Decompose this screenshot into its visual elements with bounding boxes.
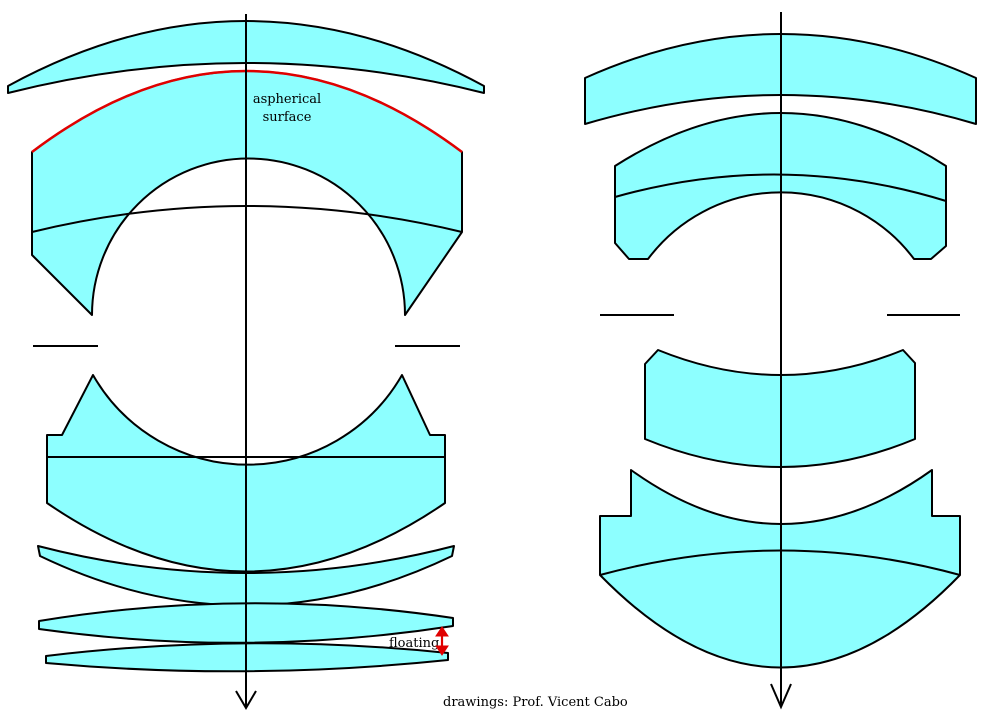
right-lens-design	[584, 12, 977, 710]
drawing-credit: drawings: Prof. Vicent Cabo	[443, 695, 628, 710]
aspherical-label-line2: surface	[263, 110, 312, 125]
left-lens-design: aspherical surface floating	[7, 14, 485, 710]
down-arrow-icon	[235, 690, 257, 710]
double-vertical-arrow-icon	[435, 626, 449, 656]
floating-label: floating	[389, 636, 439, 651]
aspherical-label-line1: aspherical	[253, 92, 321, 107]
down-arrow-icon	[770, 683, 792, 710]
